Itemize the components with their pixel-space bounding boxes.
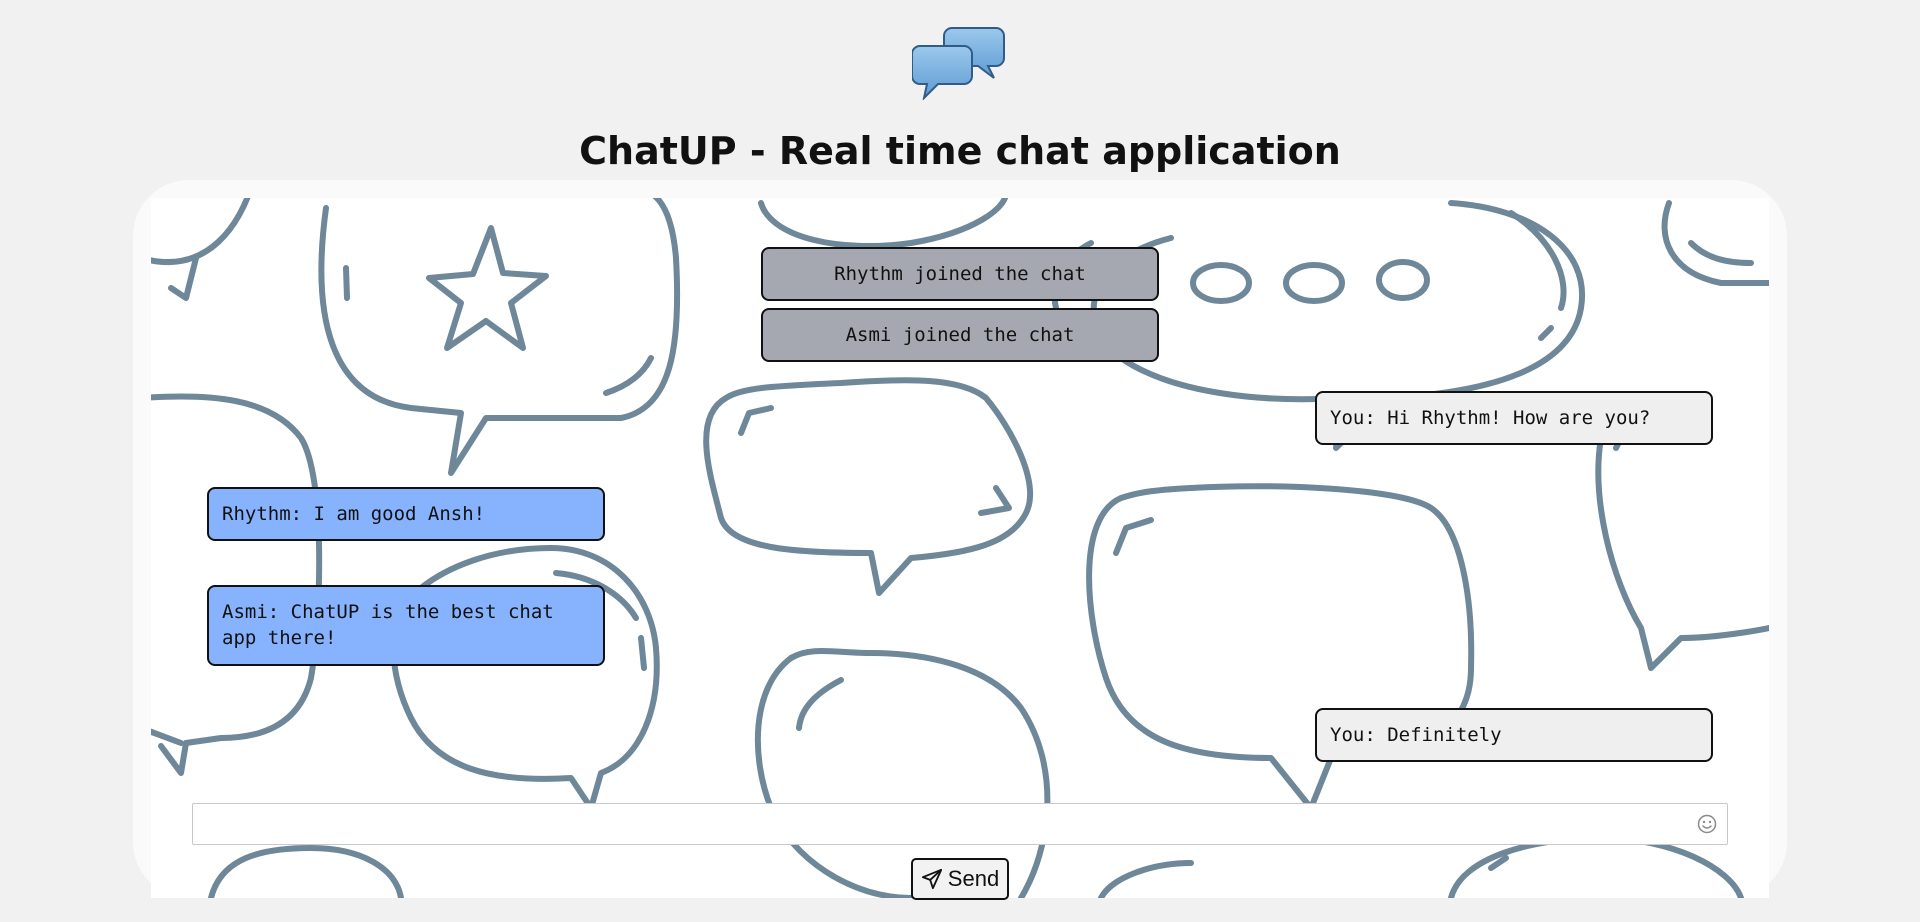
speech-bubble-doodle-background <box>151 198 1769 898</box>
outgoing-message: You: Definitely <box>1315 708 1713 762</box>
page-title: ChatUP - Real time chat application <box>579 129 1341 173</box>
system-message: Rhythm joined the chat <box>761 247 1159 301</box>
outgoing-message: You: Hi Rhythm! How are you? <box>1315 391 1713 445</box>
message-input-row <box>192 803 1728 845</box>
message-input[interactable] <box>193 804 1683 844</box>
chat-window <box>151 198 1769 898</box>
paper-plane-icon <box>921 868 942 890</box>
incoming-message: Rhythm: I am good Ansh! <box>207 487 605 541</box>
incoming-message: Asmi: ChatUP is the best chat app there! <box>207 585 605 666</box>
system-message: Asmi joined the chat <box>761 308 1159 362</box>
send-button[interactable]: Send <box>911 858 1009 900</box>
send-button-label: Send <box>947 866 1000 891</box>
chat-bubbles-icon <box>912 27 1005 100</box>
smiley-icon[interactable] <box>1697 814 1717 834</box>
